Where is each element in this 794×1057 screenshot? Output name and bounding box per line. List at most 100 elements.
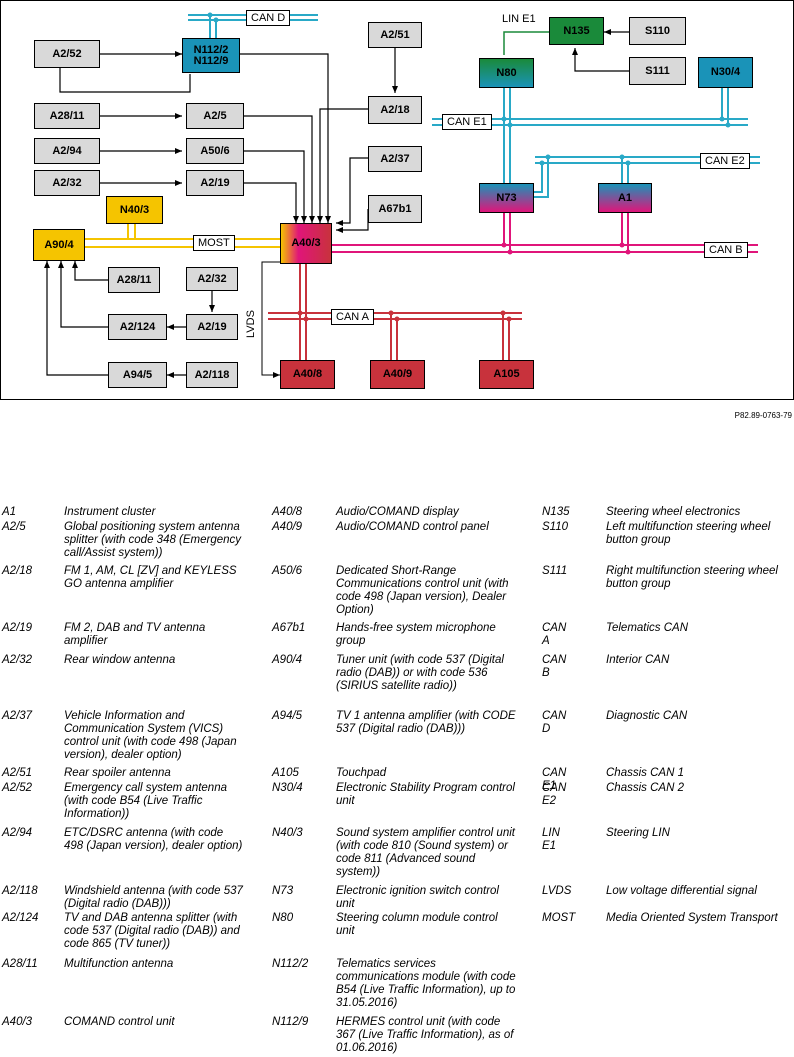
legend-description: Audio/COMAND control panel [336,521,489,533]
most-bus [85,224,280,248]
box-a90-4: A90/4 [33,229,85,261]
legend-code: A2/37 [2,710,33,722]
legend-description: Sound system amplifier control unit (wit… [336,827,515,878]
legend-description: Instrument cluster [64,506,156,518]
legend-code: N30/4 [272,782,303,794]
legend-description: TV 1 antenna amplifier (with CODE 537 (D… [336,710,516,735]
legend-description: Telematics CAN [606,622,689,634]
legend-description: Media Oriented System Transport [606,912,778,924]
legend-description: Telematics services communications modul… [336,958,516,1009]
legend-description: Hands-free system microphone group [336,622,496,647]
label-most: MOST [193,235,235,251]
legend-description: TV and DAB antenna splitter (with code 5… [64,912,240,950]
legend-code: N80 [272,912,294,924]
box-a28-11-bot: A28/11 [108,267,160,293]
box-n30-4: N30/4 [698,57,753,88]
legend-description: Interior CAN [606,654,670,666]
legend-code: A2/5 [2,521,26,533]
legend-description: Steering LIN [606,827,670,839]
legend-description: Low voltage differential signal [606,885,757,897]
label-can-a: CAN A [331,309,375,325]
legend-description: Vehicle Information and Communication Sy… [64,710,237,761]
legend-code: A2/32 [2,654,33,666]
box-a40-3: A40/3 [280,223,332,264]
legend-description: Right multifunction steering wheel butto… [606,565,778,590]
box-n73: N73 [479,183,534,213]
legend-code: A2/94 [2,827,33,839]
label-can-e1: CAN E1 [442,114,492,130]
box-n80: N80 [479,58,534,88]
box-s111: S111 [629,57,686,85]
lin-e1-bus [503,31,549,55]
legend-code: CAN B [542,654,567,679]
legend-description: FM 1, AM, CL [ZV] and KEYLESS GO antenna… [64,565,237,590]
label-lin-e1: LIN E1 [502,13,536,25]
box-a1: A1 [598,183,652,213]
box-n135: N135 [549,17,604,45]
legend-code: N73 [272,885,294,897]
reference-number: P82.89-0763-79 [734,411,792,420]
legend-description: Global positioning system antenna splitt… [64,521,242,559]
box-a40-8: A40/8 [280,360,335,389]
legend-code: A90/4 [272,654,303,666]
legend-code: A28/11 [2,958,38,970]
signal-arrows [44,29,629,378]
box-a2-124: A2/124 [108,314,167,340]
label-can-b: CAN B [704,242,748,258]
legend-description: HERMES control unit (with code 367 (Live… [336,1016,514,1054]
legend-description: Steering column module control unit [336,912,498,937]
legend-description: Rear spoiler antenna [64,767,171,779]
legend-code: A2/51 [2,767,33,779]
legend-code: A2/118 [2,885,38,897]
legend-description: Chassis CAN 1 [606,767,684,779]
box-a105: A105 [479,360,534,389]
label-can-d: CAN D [246,10,291,26]
can-b-bus [332,213,758,253]
box-a28-11-top: A28/11 [34,103,100,129]
legend-code: S111 [542,565,568,577]
legend-code: A2/19 [2,622,33,634]
legend-description: Audio/COMAND display [336,506,459,518]
legend-description: Tuner unit (with code 537 (Digital radio… [336,654,504,692]
legend-description: COMAND control unit [64,1016,175,1028]
legend-code: A50/6 [272,565,303,577]
legend-code: CAN A [542,622,567,647]
legend-code: A2/18 [2,565,33,577]
legend-code: A40/8 [272,506,303,518]
legend-code: A1 [2,506,17,518]
legend-description: Dedicated Short-Range Communications con… [336,565,509,616]
legend-description: Left multifunction steering wheel button… [606,521,771,546]
box-a2-52: A2/52 [34,40,100,68]
legend-code: N112/2 [272,958,309,970]
legend-code: CAN E1 [542,767,567,792]
box-a2-32-top: A2/32 [34,170,100,196]
legend-code: A94/5 [272,710,303,722]
legend-description: Chassis CAN 2 [606,782,684,794]
legend-code: A2/52 [2,782,33,794]
box-n40-3: N40/3 [106,196,163,224]
box-a2-94: A2/94 [34,138,100,164]
legend-description: ETC/DSRC antenna (with code 498 (Japan v… [64,827,243,852]
box-a2-19-bot: A2/19 [186,314,238,340]
legend-code: CAN D [542,710,567,735]
box-s110: S110 [629,17,686,45]
legend-code: LIN E1 [542,827,560,852]
legend-code: A2/124 [2,912,39,924]
legend-description: Steering wheel electronics [606,506,741,518]
legend-code: A40/9 [272,521,303,533]
box-a50-6: A50/6 [186,138,244,164]
legend-description: Diagnostic CAN [606,710,688,722]
box-a2-18: A2/18 [368,96,422,124]
box-a2-118: A2/118 [186,362,238,388]
box-a2-37: A2/37 [368,146,422,172]
box-a94-5: A94/5 [108,362,167,388]
box-a2-19-top: A2/19 [186,170,244,196]
box-a2-5: A2/5 [186,103,244,129]
legend-code: S110 [542,521,569,533]
legend-description: Rear window antenna [64,654,176,666]
legend-code: A105 [272,767,299,779]
legend-code: CAN E2 [542,782,567,807]
label-can-e2: CAN E2 [700,153,750,169]
box-a40-9: A40/9 [370,360,425,389]
